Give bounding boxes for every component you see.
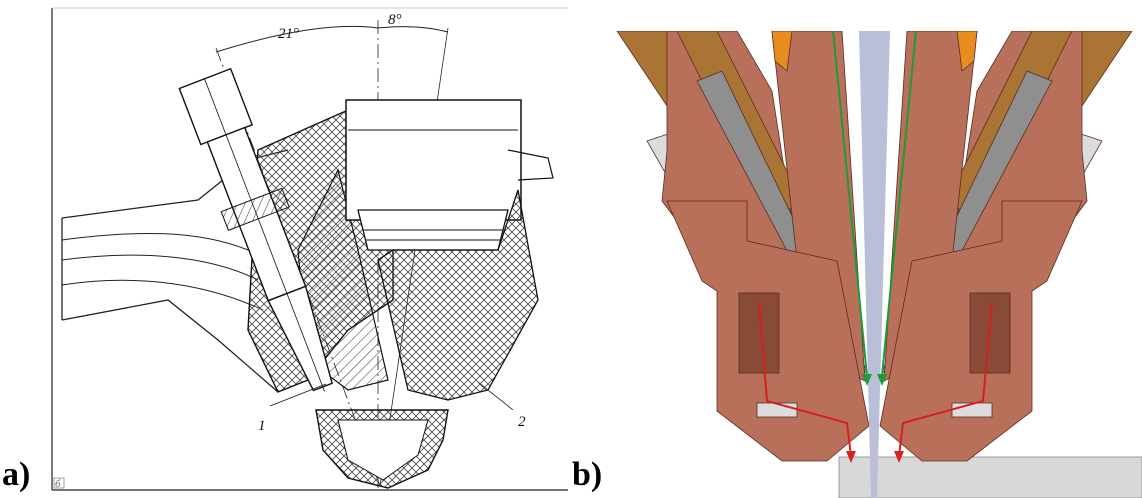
wire-nozzle [178, 67, 333, 392]
right-green-arrowhead [877, 374, 887, 386]
left-green-line [832, 31, 868, 377]
right-ring [951, 402, 993, 418]
left-gas-flow-arrow [758, 302, 852, 457]
callout-1-leader [269, 383, 327, 407]
housing-hatched-section [297, 168, 389, 391]
corner-mark-box [53, 477, 65, 489]
callout-2: 2 [518, 414, 526, 430]
panel-b-rendering [607, 31, 1142, 498]
nozzle-tip-inner [337, 419, 429, 481]
corner-mark: б [55, 478, 61, 490]
left-gas-arrowhead [846, 451, 856, 463]
outer-cone-right [377, 189, 539, 401]
angle-label-8: 8° [388, 12, 402, 28]
laser-beam [859, 31, 890, 498]
clamp-right [507, 149, 554, 181]
hose-cables [61, 232, 264, 311]
lens-grooves [363, 229, 503, 241]
right-gas-flow-arrow [898, 302, 993, 457]
panel-b-label: b) [572, 456, 603, 493]
angle-arc-21 [215, 25, 379, 53]
angle-arc-8 [377, 26, 449, 33]
workpiece-plate [838, 456, 1142, 498]
left-orange-insert [771, 31, 793, 72]
left-ring [756, 402, 798, 418]
hose-outline-bottom [61, 299, 279, 393]
callout-1: 1 [258, 418, 266, 434]
panel-a-drawing: б 21° 8° [48, 0, 571, 498]
nozzle-cross-section-drawing: б 21° 8° [51, 7, 568, 491]
nozzle-color-section [616, 31, 1142, 498]
right-green-line [881, 31, 917, 377]
lens-housing [345, 99, 522, 221]
callout-2-leader [477, 381, 514, 411]
angle-label-21: 21° [278, 26, 299, 42]
panel-a-label: a) [2, 456, 31, 493]
left-green-arrowhead [862, 374, 872, 386]
right-orange-insert [956, 31, 978, 72]
right-gas-arrowhead [894, 451, 904, 463]
